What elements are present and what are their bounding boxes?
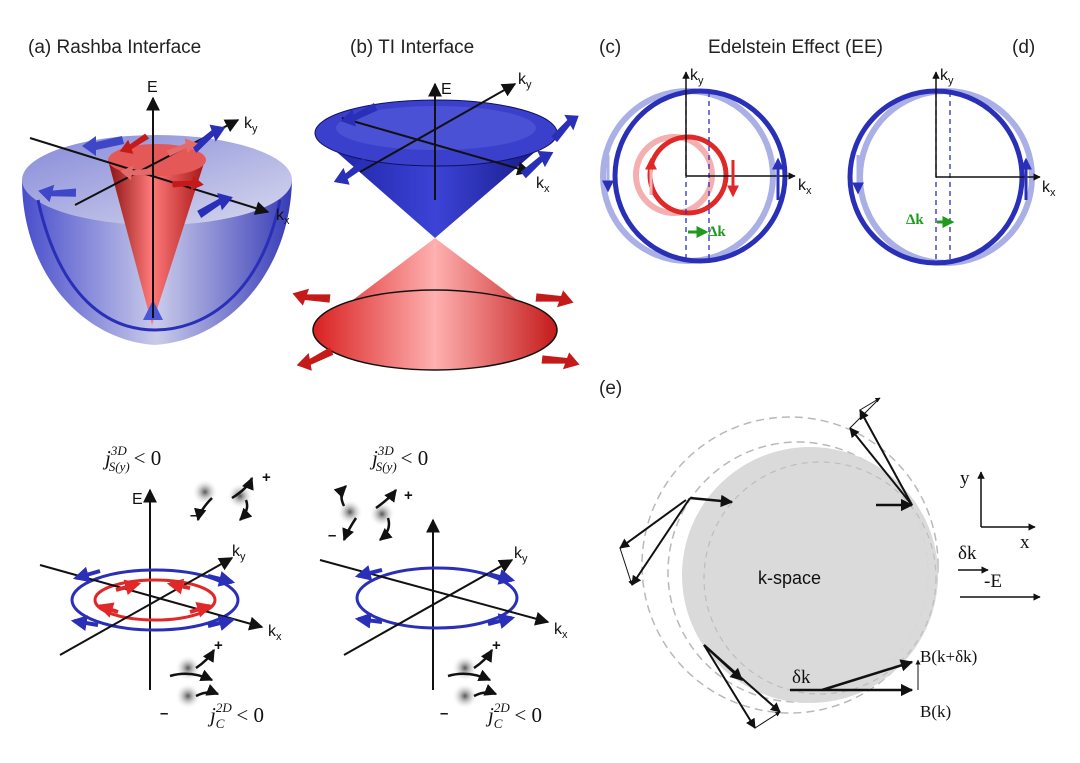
d-dk-label: Δk [906, 212, 924, 228]
panel-d-label: (d) [1012, 37, 1035, 58]
blob-a1 [192, 479, 218, 505]
e-dk-label: δk [792, 667, 811, 688]
axis-ky-b2 [343, 559, 514, 656]
axis-kx-label-a: kx [276, 207, 290, 227]
kspace-label: k-space [758, 568, 821, 588]
axis-ky-label-a: ky [244, 115, 258, 135]
blob-b1-arrow [342, 517, 358, 542]
e-dashed-circle-shifted [703, 461, 937, 695]
panel-b-title: (b) TI Interface [350, 37, 474, 58]
ti-red-cone-bottom [312, 289, 558, 371]
blob-b4 [452, 683, 478, 709]
B-k-label: B(k) [920, 702, 951, 721]
blob-a4-arrow [195, 684, 220, 698]
rashba-inner-ring [93, 578, 217, 622]
d-ky-label: ky [940, 67, 954, 87]
spin-arrows-b2 [354, 565, 516, 629]
minus-b-top: – [328, 527, 336, 544]
spin-arrows-a2 [70, 566, 236, 631]
c-ky-label: ky [690, 67, 704, 87]
blob-a3-arrow2 [169, 669, 214, 682]
axis-ky-label-b2: ky [514, 545, 528, 565]
axis-E-label-a: E [147, 79, 158, 96]
axis-ky-label-b: ky [518, 71, 532, 91]
rashba-bowl-inner [36, 199, 282, 332]
ti-ring [355, 566, 519, 630]
blob-b2-arrow2 [375, 489, 397, 510]
e-dk-legend: δk [958, 543, 977, 564]
e-dashed-circle-outer [641, 416, 939, 714]
blob-a2 [227, 483, 253, 509]
blob-a1-arrow [194, 497, 213, 522]
blob-b2-arrow [379, 517, 393, 541]
minus-a-bottom: – [160, 705, 168, 722]
axis-kx-label-b: kx [536, 175, 550, 195]
axis-ky-label-a2: ky [232, 543, 246, 563]
axis-E-label-b: E [441, 81, 452, 98]
spin-arrows-a [38, 124, 233, 219]
axis-kx-label-b2: kx [554, 621, 568, 641]
axis-ky-a2 [59, 557, 234, 656]
blob-b1 [337, 499, 363, 525]
e-coordinate-axes: y x [960, 468, 1036, 553]
spin-arrows-b [292, 103, 580, 371]
blob-a2-arrow [239, 499, 253, 521]
e-x-label: x [1020, 532, 1030, 553]
panel-e: (e) k-space δk B(k+δk) B(k) [599, 378, 1041, 729]
axis-E-label-a2: E [132, 491, 143, 508]
c-red-circle-light [633, 134, 715, 216]
e-minusE-legend: -E [984, 571, 1002, 592]
rashba-outer-ring [70, 568, 240, 632]
blob-b4-arrow [473, 684, 498, 698]
minus-a-top: – [190, 507, 198, 524]
plus-b-bottom: + [492, 637, 501, 654]
blob-a2-arrow2 [231, 476, 254, 500]
c-dk-label: Δk [708, 224, 726, 240]
d-kx-label: kx [1042, 179, 1056, 199]
plus-a-bottom: + [214, 637, 223, 654]
panel-c-label: (c) [599, 37, 621, 58]
e-y-label: y [960, 468, 970, 489]
rashba-red-cone [108, 160, 205, 325]
blob-b1-arrow2 [333, 485, 347, 507]
e-kspace-disk [682, 447, 938, 703]
B-k-plus-dk-label: B(k+δk) [920, 647, 977, 666]
panel-a-title: (a) Rashba Interface [28, 37, 201, 58]
blob-a4 [175, 683, 201, 709]
minus-b-bottom: – [440, 705, 448, 722]
panel-a: (a) Rashba Interface E kx ky [22, 37, 292, 345]
blob-b3-arrow [473, 648, 494, 670]
axis-kx-b [341, 117, 532, 176]
panel-c: ky kx Δk [600, 67, 812, 264]
plus-b-top: + [404, 487, 413, 504]
blob-a3-arrow [195, 648, 216, 670]
c-kx-label: kx [798, 177, 812, 197]
ee-title: Edelstein Effect (EE) [708, 37, 883, 58]
plus-a-top: + [262, 469, 271, 486]
axis-kx-label-a2: kx [268, 623, 282, 643]
panel-d: ky kx Δk [847, 67, 1056, 266]
panel-b: (b) TI Interface E kx ky [292, 37, 580, 371]
blob-b3-arrow2 [447, 669, 492, 682]
panel-e-label: (e) [599, 378, 622, 399]
axis-ky-b [359, 83, 517, 173]
field-vectors [619, 397, 921, 729]
